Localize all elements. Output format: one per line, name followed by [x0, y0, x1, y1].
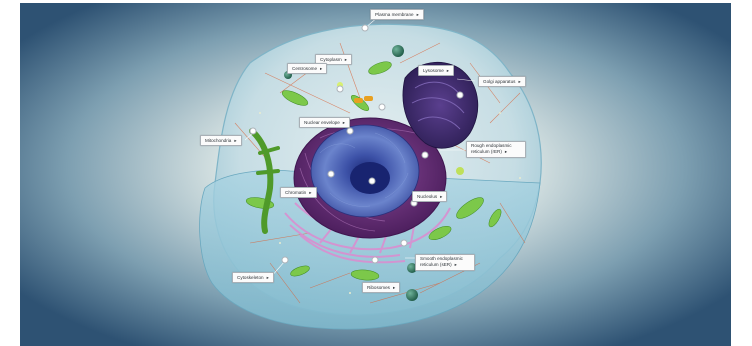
arrow-right-icon: ▸ [343, 120, 345, 125]
label-mitochondria[interactable]: Mitochondria▸ [200, 135, 242, 146]
label-text: Plasma membrane [375, 12, 414, 17]
arrow-right-icon: ▸ [447, 68, 449, 73]
arrow-right-icon: ▸ [234, 138, 236, 143]
hotspot-mitochondria[interactable] [250, 128, 257, 135]
hotspot-cytoskeleton[interactable] [282, 257, 289, 264]
arrow-right-icon: ▸ [505, 149, 507, 154]
label-text: Ribosomes [367, 285, 390, 290]
label-lysosome[interactable]: Lysosome▸ [418, 65, 454, 76]
hotspot-plasma-membrane[interactable] [362, 25, 369, 32]
label-text: Nuclear envelope [304, 120, 340, 125]
label-nuclear-envelope[interactable]: Nuclear envelope▸ [299, 117, 350, 128]
arrow-right-icon: ▸ [393, 285, 395, 290]
label-text: Cytoskeleton [237, 275, 264, 280]
label-text: Mitochondria [205, 138, 231, 143]
label-text: Centrosome [292, 66, 317, 71]
page-margin [731, 0, 752, 346]
3d-cell-viewer[interactable] [20, 3, 731, 346]
hotspot-nuclear-envelope[interactable] [347, 128, 354, 135]
label-nucleolus[interactable]: Nucleolus▸ [412, 191, 447, 202]
arrow-right-icon: ▸ [518, 79, 520, 84]
label-text: Lysosome [423, 68, 444, 73]
animal-cell-illustration[interactable] [20, 3, 731, 346]
hotspot-centrosome[interactable] [379, 104, 386, 111]
arrow-right-icon: ▸ [455, 262, 457, 267]
label-text: Cytoplasm [320, 57, 342, 62]
hotspot-ribosomes[interactable] [372, 257, 379, 264]
arrow-right-icon: ▸ [345, 57, 347, 62]
label-cytoskeleton[interactable]: Cytoskeleton▸ [232, 272, 274, 283]
label-chromatin[interactable]: Chromatin▸ [280, 187, 317, 198]
hotspot-cytoplasm[interactable] [337, 86, 344, 93]
label-rough-er[interactable]: Rough endoplasmic reticulum (rER)▸ [466, 141, 526, 158]
label-centrosome[interactable]: Centrosome▸ [287, 63, 327, 74]
label-golgi-apparatus[interactable]: Golgi apparatus▸ [478, 76, 526, 87]
hotspot-nucleolus-center[interactable] [369, 178, 376, 185]
label-text: Chromatin [285, 190, 306, 195]
hotspot-chromatin[interactable] [328, 171, 335, 178]
hotspot-rough-er[interactable] [422, 152, 429, 159]
label-text: Golgi apparatus [483, 79, 515, 84]
label-smooth-er[interactable]: Smooth endoplasmic reticulum (sER)▸ [415, 254, 475, 271]
arrow-right-icon: ▸ [309, 190, 311, 195]
arrow-right-icon: ▸ [440, 194, 442, 199]
arrow-right-icon: ▸ [320, 66, 322, 71]
arrow-right-icon: ▸ [267, 275, 269, 280]
label-text: Nucleolus [417, 194, 437, 199]
hotspot-golgi[interactable] [457, 92, 464, 99]
hotspot-smooth-er[interactable] [401, 240, 408, 247]
label-ribosomes[interactable]: Ribosomes▸ [362, 282, 400, 293]
label-plasma-membrane[interactable]: Plasma membrane▸ [370, 9, 424, 20]
arrow-right-icon: ▸ [417, 12, 419, 17]
